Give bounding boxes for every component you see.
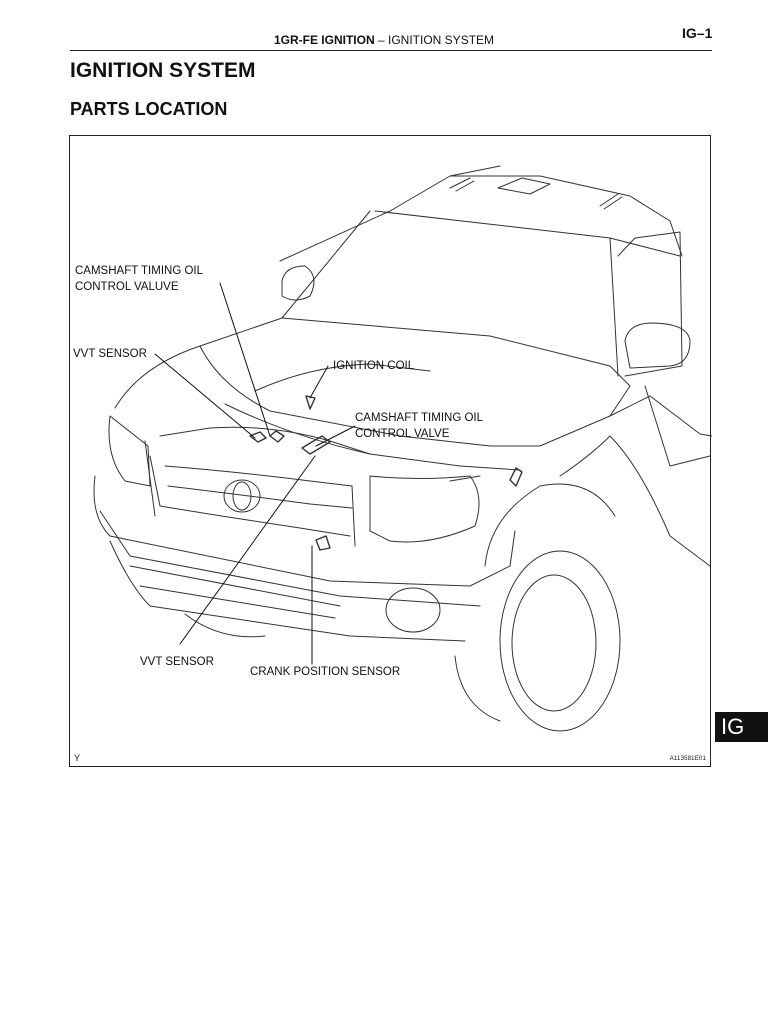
page-title: IGNITION SYSTEM: [70, 59, 256, 82]
callout-vvt-sensor-lower: VVT SENSOR: [140, 656, 214, 668]
parts-location-figure: CAMSHAFT TIMING OIL CONTROL VALUVE VVT S…: [69, 135, 712, 767]
callout-crank-position-sensor: CRANK POSITION SENSOR: [250, 666, 401, 678]
section-tab-badge: IG: [715, 712, 768, 742]
figure-marker: Y: [74, 753, 81, 763]
vehicle-line-drawing: [93, 165, 712, 732]
callout-ignition-coil: IGNITION COIL: [333, 360, 415, 372]
section-subtitle: PARTS LOCATION: [70, 99, 228, 119]
callout-camshaft-timing-oil-control-valve: CAMSHAFT TIMING OIL CONTROL VALVE: [355, 412, 484, 440]
callout-vvt-sensor-upper: VVT SENSOR: [73, 348, 147, 360]
running-head-section-bold: 1GR-FE IGNITION: [273, 33, 375, 47]
running-head-dash: –: [377, 33, 385, 47]
running-head: 1GR-FE IGNITION – IGNITION SYSTEM: [0, 33, 768, 47]
page-number: IG–1: [682, 25, 713, 41]
figure-code: A113581E01: [669, 756, 706, 762]
header-rule: [70, 50, 712, 51]
callout-camshaft-timing-oil-control-valuve: CAMSHAFT TIMING OIL CONTROL VALUVE: [75, 265, 204, 293]
running-head-section: IGNITION SYSTEM: [388, 33, 495, 47]
